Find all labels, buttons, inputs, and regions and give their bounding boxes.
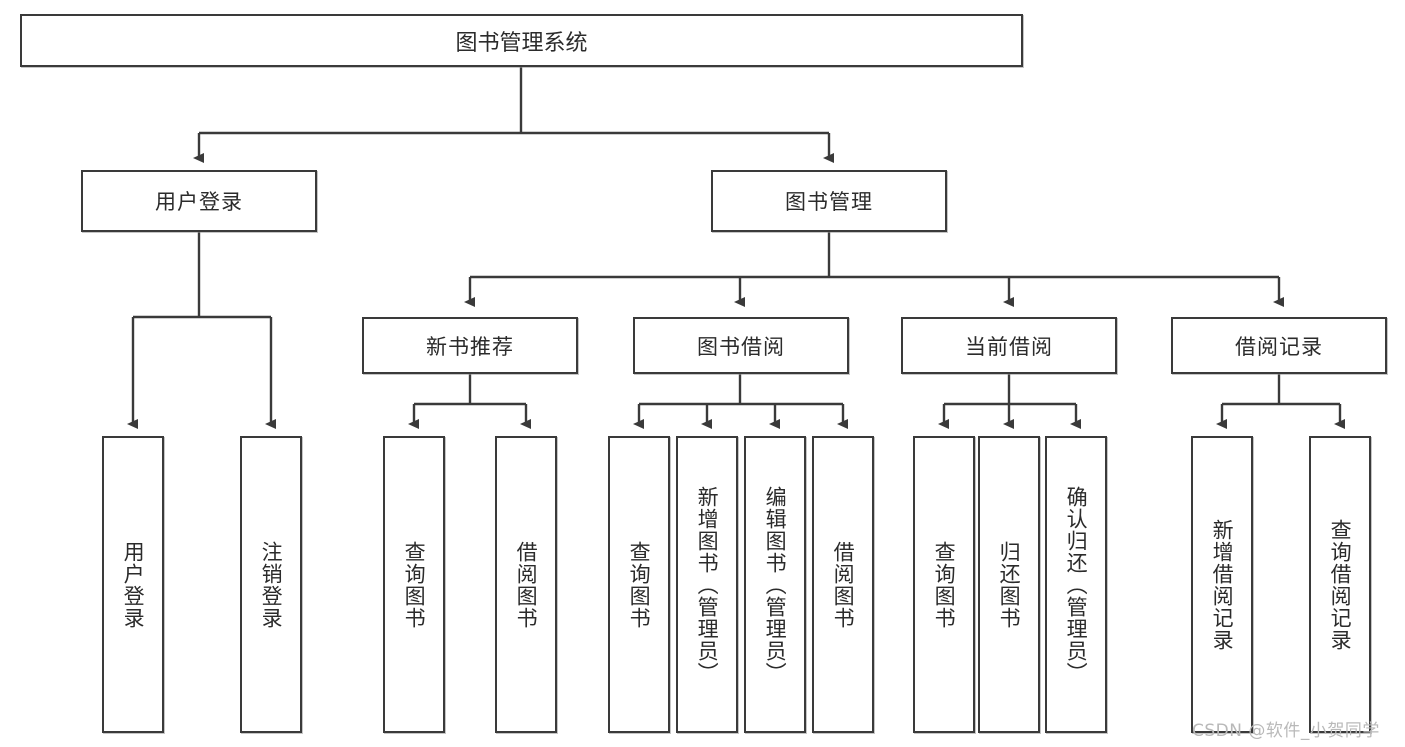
node-label: 编辑图书（管理员）: [763, 485, 788, 684]
node-root-system[interactable]: 图书管理系统: [20, 14, 1023, 67]
leaf-user-login[interactable]: 用户登录: [102, 436, 164, 733]
node-label: 新增借阅记录: [1210, 518, 1235, 651]
leaf-query-book-recommend[interactable]: 查询图书: [383, 436, 445, 733]
node-label: 查询借阅记录: [1328, 518, 1353, 651]
node-label: 借阅图书: [514, 540, 539, 629]
node-current-borrow[interactable]: 当前借阅: [901, 317, 1117, 374]
csdn-watermark: CSDN @软件_小贺同学: [1192, 716, 1380, 741]
leaf-return-book[interactable]: 归还图书: [978, 436, 1040, 733]
node-label: 确认归还（管理员）: [1064, 485, 1089, 684]
watermark-text: CSDN @软件_小贺同学: [1192, 721, 1380, 741]
node-user-login[interactable]: 用户登录: [81, 170, 317, 232]
leaf-edit-book-admin[interactable]: 编辑图书（管理员）: [744, 436, 806, 733]
leaf-confirm-return-admin[interactable]: 确认归还（管理员）: [1045, 436, 1107, 733]
leaf-add-book-admin[interactable]: 新增图书（管理员）: [676, 436, 738, 733]
node-label: 借阅记录: [1235, 334, 1323, 359]
node-borrow-record[interactable]: 借阅记录: [1171, 317, 1387, 374]
node-label: 新增图书（管理员）: [695, 485, 720, 684]
leaf-add-borrow-record[interactable]: 新增借阅记录: [1191, 436, 1253, 733]
node-new-book-recommend[interactable]: 新书推荐: [362, 317, 578, 374]
node-label: 查询图书: [402, 540, 427, 629]
node-label: 注销登录: [259, 540, 284, 629]
node-label: 查询图书: [627, 540, 652, 629]
node-label: 图书管理: [785, 190, 873, 214]
node-label: 当前借阅: [965, 334, 1053, 359]
node-label: 用户登录: [155, 190, 243, 214]
leaf-borrow-book[interactable]: 借阅图书: [812, 436, 874, 733]
node-label: 图书管理系统: [455, 30, 588, 56]
node-label: 新书推荐: [426, 334, 514, 359]
leaf-logout-login[interactable]: 注销登录: [240, 436, 302, 733]
node-label: 借阅图书: [831, 540, 856, 629]
leaf-query-borrow-record[interactable]: 查询借阅记录: [1309, 436, 1371, 733]
leaf-borrow-book-recommend[interactable]: 借阅图书: [495, 436, 557, 733]
node-book-manage[interactable]: 图书管理: [711, 170, 947, 232]
node-label: 用户登录: [121, 540, 146, 629]
node-label: 归还图书: [997, 540, 1022, 629]
node-label: 图书借阅: [697, 334, 785, 359]
leaf-query-book-borrow[interactable]: 查询图书: [608, 436, 670, 733]
leaf-query-book-current[interactable]: 查询图书: [913, 436, 975, 733]
node-label: 查询图书: [932, 540, 957, 629]
node-book-borrow[interactable]: 图书借阅: [633, 317, 849, 374]
